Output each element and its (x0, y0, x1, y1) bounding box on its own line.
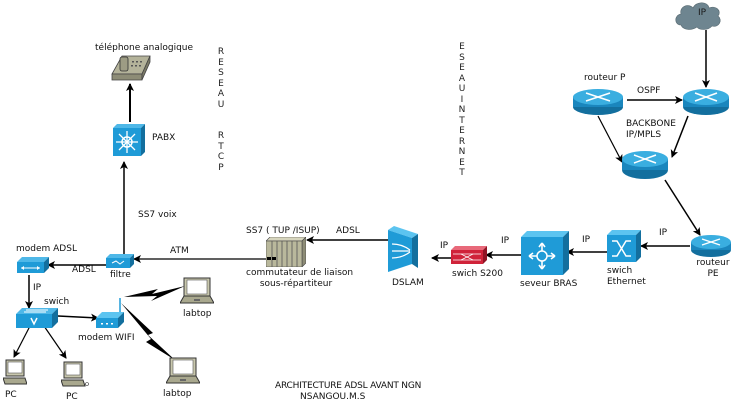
pc-icon (2, 358, 28, 390)
link-label-ip-bras: IP (501, 236, 510, 246)
dslam-label: DSLAM (392, 278, 424, 288)
link-switch-pc1 (13, 325, 31, 358)
vertical-letter: R (458, 136, 466, 147)
link-label-ospf: OSPF (637, 86, 661, 96)
vertical-letter: N (458, 147, 466, 157)
bras-label: seveur BRAS (520, 279, 578, 289)
modem-adsl-label: modem ADSL (16, 244, 77, 254)
router-icon (690, 234, 732, 262)
swich-ethernet-label-line1: swich (607, 266, 633, 276)
vertical-letter: U (458, 84, 466, 94)
modem-wifi-label: modem WIFI (78, 333, 135, 343)
link-mid-pe (664, 179, 701, 236)
pc1-label: PC (5, 390, 17, 400)
swich-ethernet-label: swich Ethernet (607, 266, 646, 288)
routeur-p-label: routeur P (584, 73, 626, 83)
pabx-icon (113, 124, 145, 160)
vertical-letter: E (218, 78, 224, 89)
wireless-link-1 (124, 286, 185, 301)
ethernet-switch-icon (607, 230, 641, 266)
link-label-ip-pe: IP (659, 228, 668, 238)
switch-icon (16, 308, 58, 332)
swich-s200-label: swich S200 (452, 269, 503, 279)
diagram-title: ARCHITECTURE ADSL AVANT NGN (275, 381, 422, 391)
link-label-adsl-left: ADSL (72, 265, 96, 275)
link-label-ip-dslam: IP (440, 241, 449, 251)
filter-icon (106, 253, 134, 272)
vertical-letter: T (459, 168, 465, 178)
vertical-letter: A (458, 73, 466, 84)
vertical-letter: I (460, 94, 464, 105)
vertical-letter (216, 121, 226, 132)
vertical-letter: E (459, 42, 465, 52)
vertical-letter (216, 110, 226, 121)
link-label-atm: ATM (170, 246, 189, 256)
vertical-letter: A (217, 89, 225, 99)
laptop-icon (179, 277, 215, 309)
router-icon (621, 150, 669, 184)
link-top-mid (670, 115, 689, 158)
vertical-letter: E (218, 57, 224, 68)
routeur-pe-label: routeur PE (694, 258, 732, 280)
vertical-letter: T (218, 141, 224, 152)
vertical-letter: C (217, 152, 225, 162)
vertical-letter: S (218, 68, 224, 78)
vertical-letter: E (459, 157, 465, 168)
commutateur-label-line2: sous-répartiteur (259, 279, 333, 289)
wireless-link-2 (121, 303, 175, 360)
pc2-label: PC (66, 392, 78, 402)
vertical-letter: P (218, 162, 224, 173)
telephone-label: téléphone analogique (95, 43, 194, 53)
link-switch-pc2 (43, 325, 67, 359)
wifi-modem-icon (96, 298, 124, 332)
bras-server-icon (521, 231, 569, 279)
pabx-label: PABX (152, 133, 176, 143)
dslam-icon (388, 226, 432, 280)
backbone-label-line2: IP/MPLS (626, 130, 662, 140)
vertical-letter: N (458, 105, 466, 115)
vertical-letter: E (459, 126, 465, 136)
vertical-letter: R (217, 47, 225, 57)
firewall-switch-icon (451, 246, 487, 268)
routeur-pe-label-line1: routeur (696, 258, 730, 268)
analog-phone-icon (110, 52, 152, 86)
link-label-ss7-voix: SS7 voix (138, 210, 177, 220)
diagram-author: NSANGOU.M.S (300, 392, 366, 402)
commutateur-label: commutateur de liaison sous-répartiteur (246, 268, 354, 290)
vertical-letter: S (459, 52, 465, 63)
router-icon (682, 88, 730, 120)
link-label-ip-modem: IP (33, 283, 42, 293)
vertical-letter: T (459, 115, 465, 126)
backbone-label-line1: BACKBONE (626, 119, 676, 129)
link-label-ip-ethernet: IP (582, 235, 591, 245)
modem-adsl-icon (17, 257, 49, 277)
link-label-adsl-dslam: ADSL (336, 226, 360, 236)
filtre-label: filtre (110, 270, 131, 280)
swich-ethernet-label-line2: Ethernet (607, 277, 646, 287)
commutateur-label-line1: commutateur de liaison (246, 268, 354, 278)
switch-label: swich (44, 297, 70, 307)
link-label-ss7-tup: SS7 ( TUP /ISUP) (246, 226, 320, 236)
link-switch-wifi (57, 313, 99, 322)
vertical-letter: U (217, 99, 225, 110)
router-icon (572, 88, 624, 120)
laptop2-label: labtop (163, 389, 192, 399)
routeur-pe-label-line2: PE (707, 269, 719, 279)
link-p-mid (597, 115, 623, 163)
cloud-icon (673, 1, 723, 35)
laptop1-label: labtop (183, 309, 212, 319)
pc-icon (60, 360, 89, 392)
cloud-ip-label: IP (698, 8, 707, 18)
laptop-icon (165, 357, 201, 389)
commutator-icon (265, 236, 307, 271)
vertical-letter: E (459, 63, 465, 73)
backbone-label: BACKBONE IP/MPLS (626, 119, 676, 141)
vertical-letter: R (217, 131, 225, 141)
